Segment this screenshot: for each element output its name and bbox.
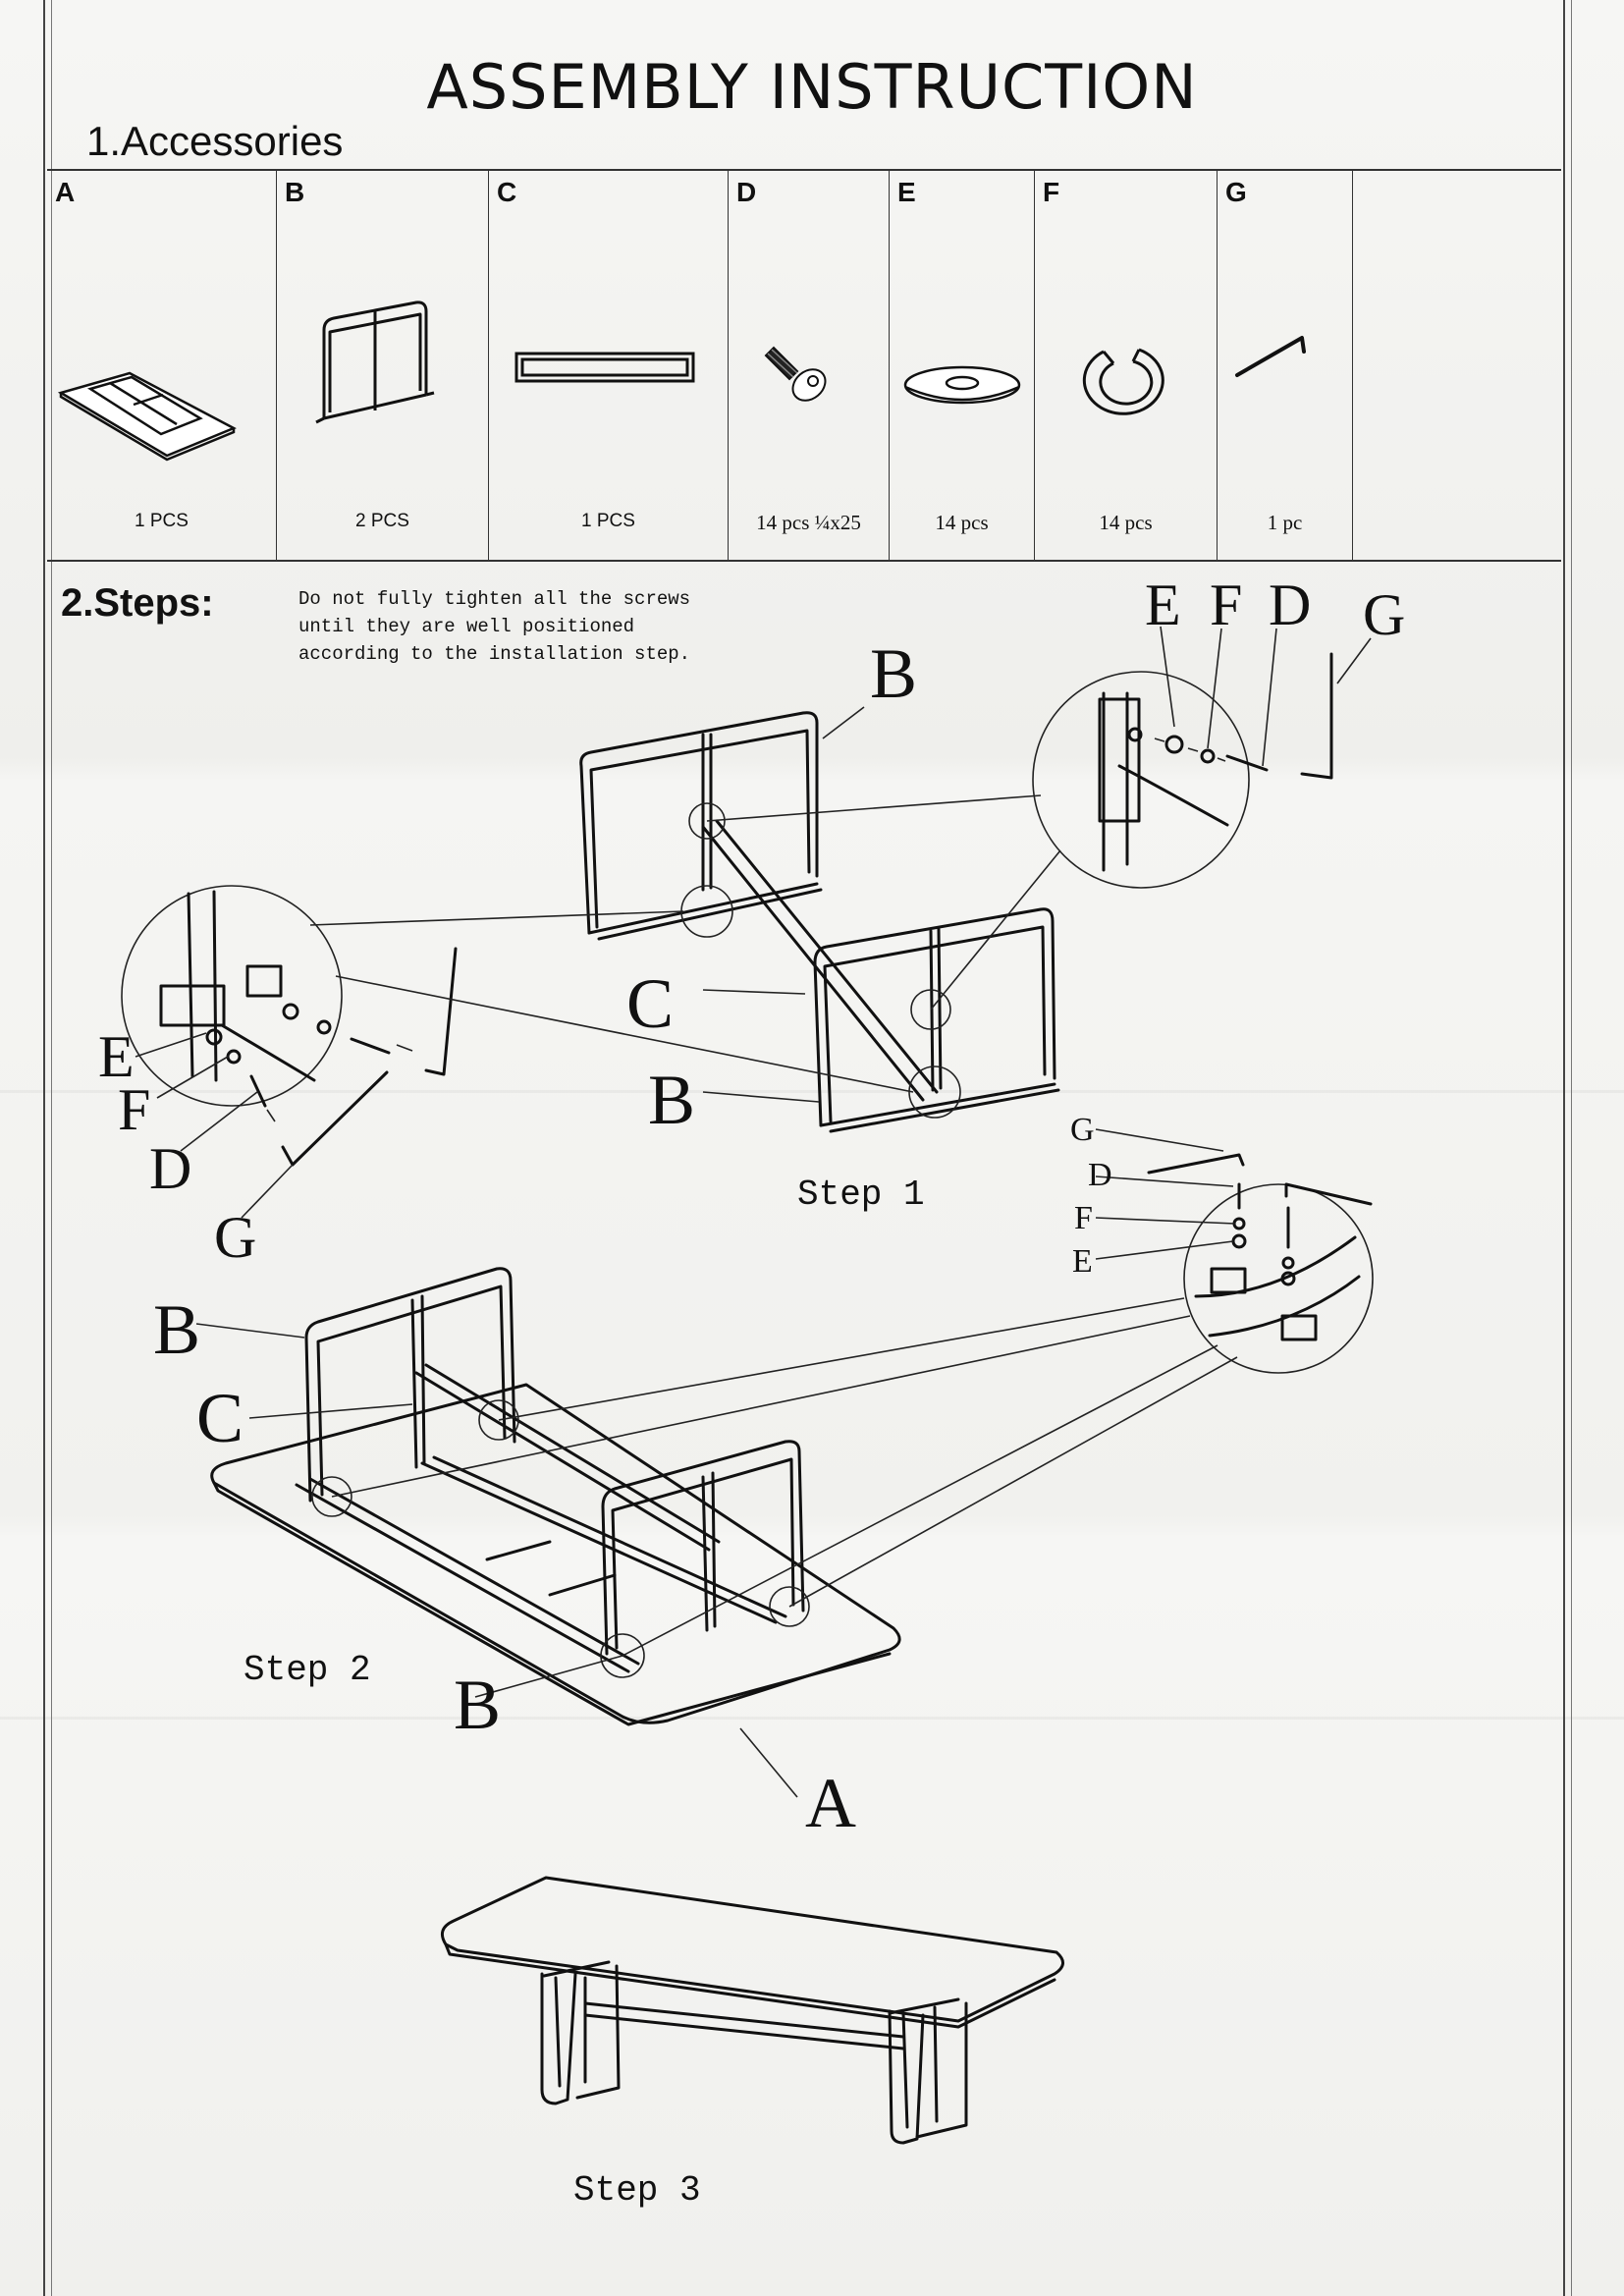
accessory-cell-g: G 1 pc (1218, 171, 1353, 560)
accessory-qty: 1 pc (1267, 511, 1303, 534)
callout-d-step2: D (1088, 1157, 1112, 1193)
accessories-table: A 1 PCS B 2 PCS C (47, 169, 1561, 562)
callout-a-step2: A (805, 1764, 856, 1842)
right-border (1563, 0, 1565, 2296)
callout-g-step1-left: G (214, 1205, 257, 1270)
step3-diagram (440, 1876, 1064, 2145)
callout-f-step1-right: F (1210, 573, 1243, 637)
accessory-qty: 14 pcs (935, 511, 989, 534)
accessory-qty: 1 PCS (135, 511, 189, 531)
accessory-letter: C (497, 177, 517, 207)
crossbar-icon (514, 352, 695, 383)
allen-key-icon (1235, 336, 1306, 377)
callout-b-step2-bottom: B (454, 1666, 502, 1744)
callout-g-step1-right: G (1363, 582, 1406, 647)
accessory-cell-a: A 1 PCS (47, 171, 277, 560)
callout-e-step1-left: E (98, 1024, 135, 1089)
step3-label: Step 3 (573, 2170, 701, 2211)
accessory-qty: 14 pcs (1099, 511, 1153, 534)
accessory-letter: D (736, 177, 757, 207)
spring-washer-icon (1082, 348, 1164, 415)
right-border (1571, 0, 1572, 2296)
leg-frame-icon (315, 301, 435, 424)
fold-line (0, 1717, 1624, 1720)
accessory-cell-c: C 1 PCS (489, 171, 729, 560)
accessory-cell-f: F 14 pcs (1035, 171, 1218, 560)
callout-c-step2: C (196, 1379, 244, 1457)
callout-d-step1-left: D (149, 1136, 192, 1201)
step1-diagram (121, 626, 1372, 1219)
steps-heading: 2.Steps: (61, 581, 214, 625)
callout-e-step1-right: E (1145, 573, 1181, 637)
accessory-letter: G (1225, 177, 1247, 207)
callout-f-step1-left: F (118, 1077, 151, 1142)
accessory-letter: A (55, 177, 76, 207)
flat-washer-icon (903, 365, 1021, 405)
callout-e-step2: E (1072, 1243, 1093, 1280)
accessory-cell-e: E 14 pcs (890, 171, 1035, 560)
callout-b-step1-bottom: B (648, 1061, 696, 1139)
accessory-qty: 1 PCS (581, 511, 635, 531)
callout-c-step1: C (626, 964, 675, 1043)
screw-icon (764, 346, 827, 402)
fold-line (0, 1090, 1624, 1093)
step2-label: Step 2 (244, 1650, 371, 1690)
callout-f-step2: F (1074, 1200, 1093, 1236)
callout-b-step2-top: B (153, 1290, 201, 1369)
accessory-qty: 2 PCS (355, 511, 409, 531)
accessory-letter: E (897, 177, 916, 207)
accessory-cell-b: B 2 PCS (277, 171, 489, 560)
callout-d-step1-right: D (1269, 573, 1312, 637)
left-border (51, 0, 52, 2296)
accessory-qty: 14 pcs ¼x25 (756, 511, 861, 534)
callout-g-step2: G (1070, 1112, 1095, 1148)
left-border (43, 0, 45, 2296)
tabletop-icon (57, 371, 237, 462)
step1-label: Step 1 (797, 1175, 925, 1215)
page-title: ASSEMBLY INSTRUCTION (426, 51, 1198, 123)
step2-diagram (195, 1128, 1374, 1798)
accessories-heading: 1.Accessories (86, 118, 344, 164)
assembly-note: Do not fully tighten all the screws unti… (298, 588, 691, 665)
accessory-letter: B (285, 177, 305, 207)
accessory-letter: F (1043, 177, 1060, 207)
accessory-cell-d: D 14 pcs ¼x25 (729, 171, 890, 560)
callout-b-step1-top: B (870, 634, 918, 713)
